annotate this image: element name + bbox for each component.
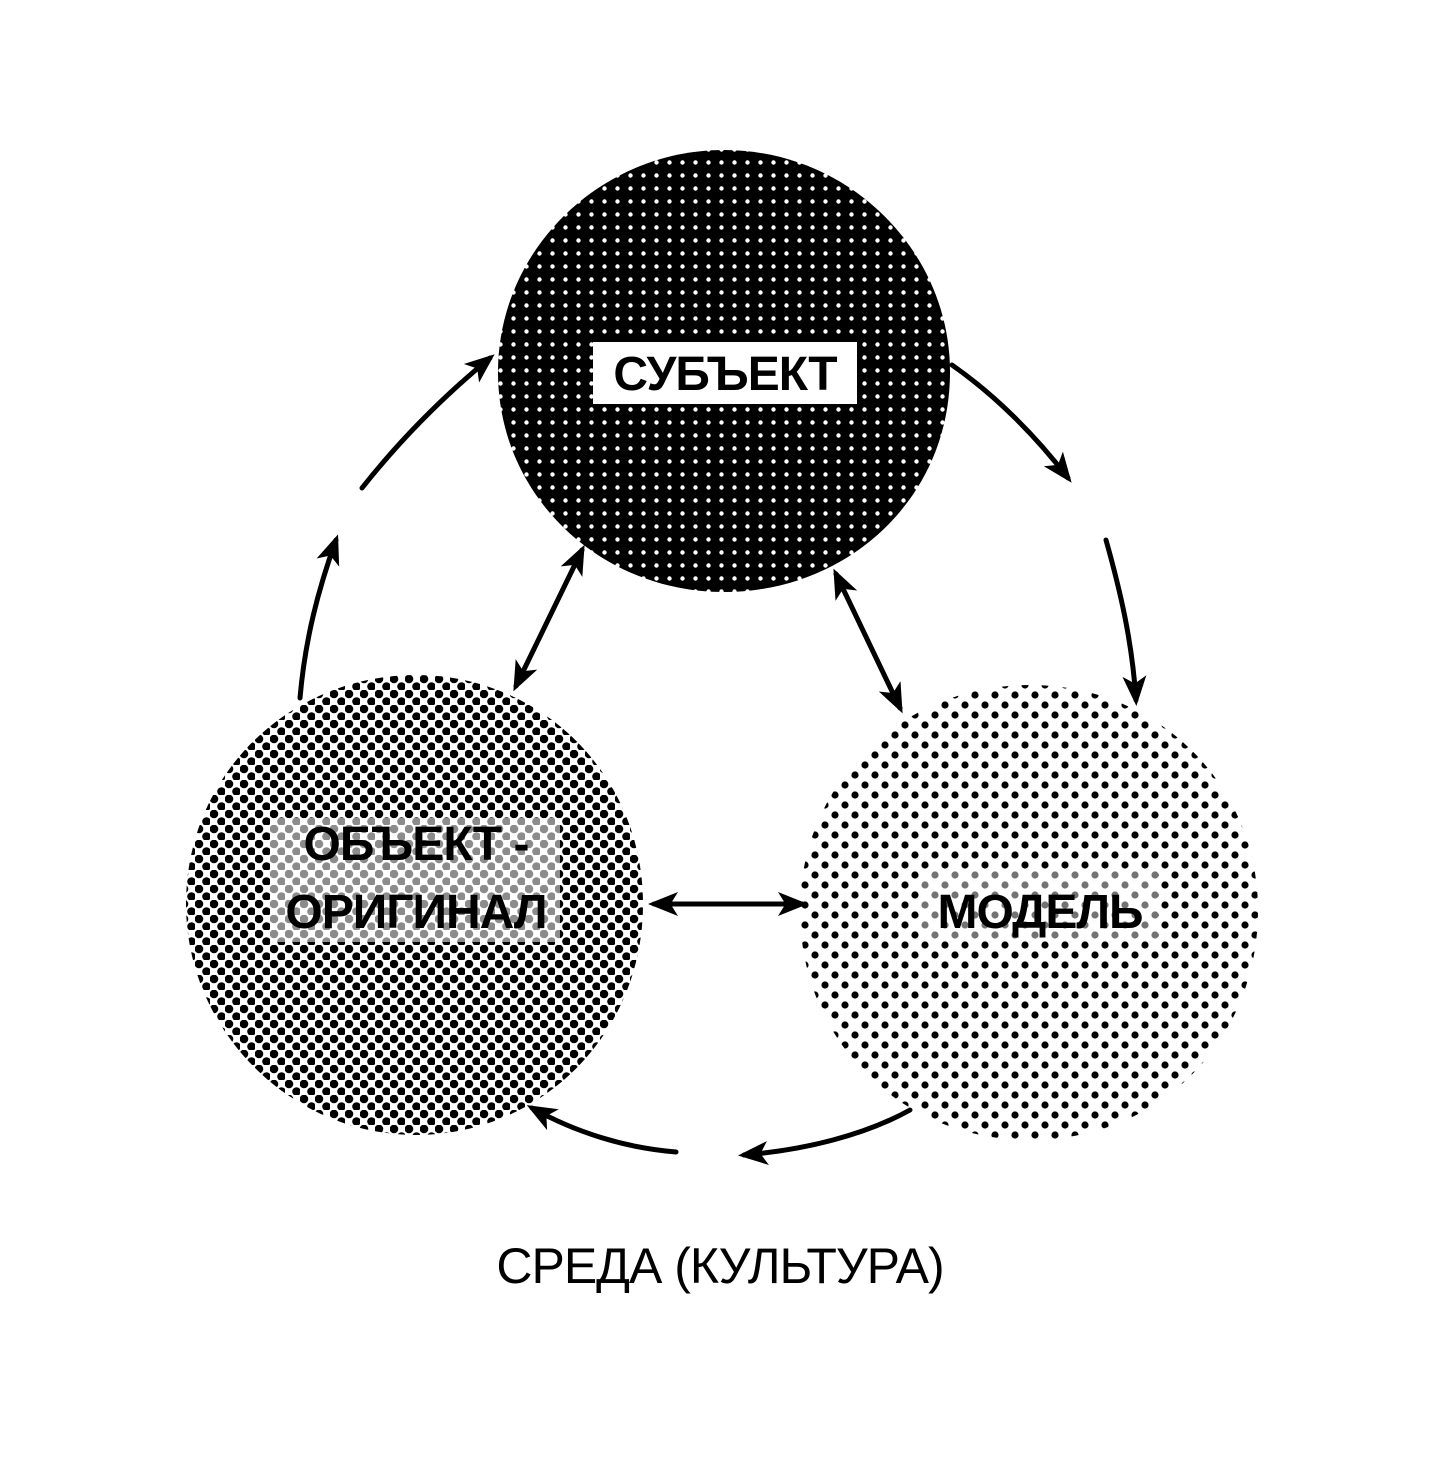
object-original-label-line2: ОРИГИНАЛ xyxy=(285,886,546,939)
arrow-model-to-object-right xyxy=(738,1107,913,1165)
model-label-backdrop xyxy=(920,870,1158,940)
arrow-subject-to-model-upper xyxy=(949,362,1072,483)
object-original-label-line1: ОБЪЕКТ - xyxy=(304,818,529,871)
arrows xyxy=(297,354,1147,1165)
object-original-node: ОБЪЕКТ - ОРИГИНАЛ xyxy=(186,675,643,1135)
model-circle xyxy=(800,685,1258,1140)
model-label: МОДЕЛЬ xyxy=(937,886,1142,939)
subject-label: СУБЪЕКТ xyxy=(613,348,837,401)
arrow-object-to-subject-upper xyxy=(359,354,495,491)
subject-node: СУБЪЕКТ xyxy=(498,150,950,592)
environment-label: СРЕДА (КУЛЬТУРА) xyxy=(496,1238,943,1294)
arrow-subject-to-model-lower xyxy=(1103,537,1147,706)
arrow-subject-model-bidirectional xyxy=(833,568,903,714)
arrow-object-to-subject-lower xyxy=(297,534,340,701)
object-label-backdrop xyxy=(270,818,560,942)
arrow-subject-object-bidirectional xyxy=(513,544,585,692)
model-node: МОДЕЛЬ xyxy=(800,685,1258,1140)
subject-label-box xyxy=(593,342,857,404)
arrow-model-to-object-left xyxy=(526,1105,679,1155)
